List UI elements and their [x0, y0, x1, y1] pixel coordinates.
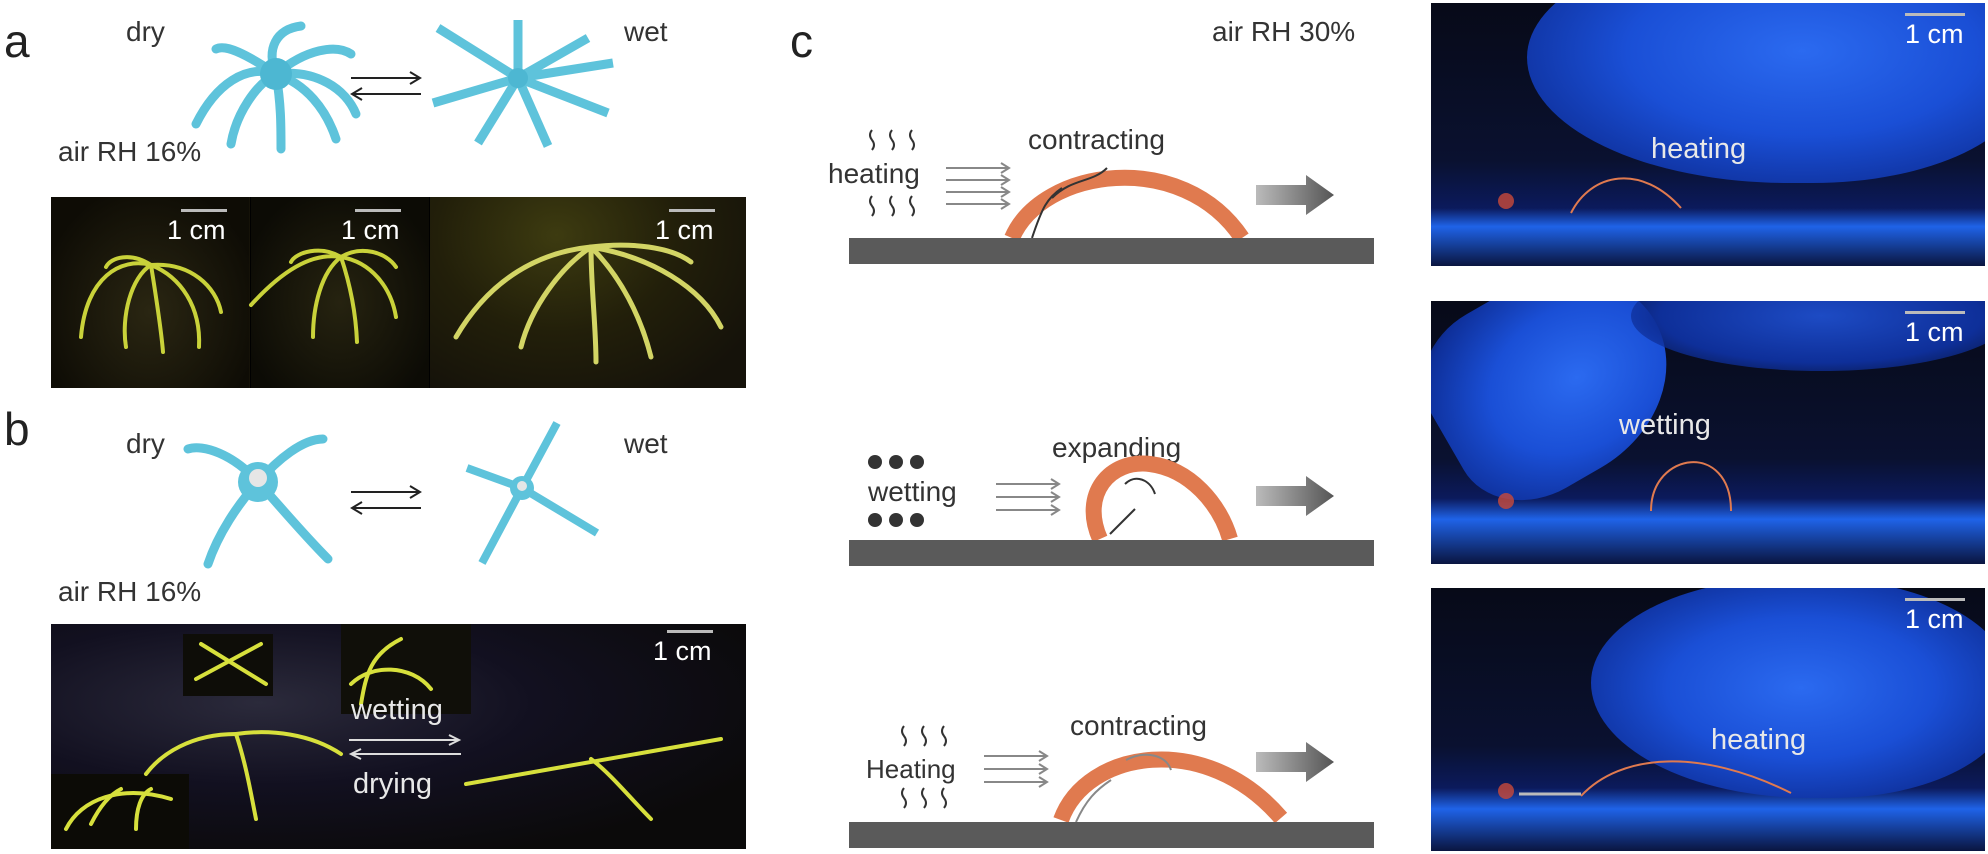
panel-b-wetting-label: wetting	[351, 694, 443, 726]
panel-b-reversible-arrows	[350, 485, 422, 515]
motion-arrow-3	[1256, 742, 1334, 782]
substrate-2	[849, 540, 1374, 566]
panel-c-photo-1: 1 cm heating	[1431, 3, 1985, 266]
panel-b-letter: b	[4, 403, 30, 455]
panel-b-dry-gripper	[183, 434, 333, 569]
panel-a-letter: a	[4, 15, 30, 67]
panel-a-scale-label-2: 1 cm	[341, 215, 400, 245]
panel-c-photo-1-scale-label: 1 cm	[1905, 19, 1964, 49]
panel-a-photo-strip: 1 cm 1 cm 1 cm	[51, 197, 746, 388]
panel-a-dry-label: dry	[126, 16, 165, 47]
panel-b-wet-gripper	[465, 421, 600, 565]
motion-arrow-2	[1256, 476, 1334, 516]
panel-c-row-3-stimulus: Heating	[866, 754, 956, 784]
panel-c-photo-3-label: heating	[1711, 724, 1807, 756]
panel-c-photo-2-label: wetting	[1619, 409, 1711, 441]
heat-wave-icon-top	[869, 129, 915, 151]
stimulus-arrows-3	[984, 750, 1049, 788]
panel-c-rh-label: air RH 30%	[1212, 16, 1356, 47]
panel-a-scale-label-3: 1 cm	[655, 215, 714, 245]
panel-c-row-3-action: contracting	[1070, 710, 1207, 741]
panel-c-row-1-stimulus: heating	[828, 158, 920, 189]
panel-a-wet-label: wet	[624, 16, 668, 47]
heat-wave-icon-bottom-3	[901, 787, 947, 809]
panel-c-row-1-action: contracting	[1028, 124, 1165, 155]
panel-a-scale-label-1: 1 cm	[167, 215, 226, 245]
panel-b-drying-label: drying	[353, 768, 432, 800]
panel-b-scale-label: 1 cm	[653, 636, 712, 666]
stimulus-arrows-2	[996, 478, 1061, 516]
panel-c-photo-1-label: heating	[1651, 133, 1747, 165]
substrate-3	[849, 822, 1374, 848]
actuator-arch-2	[1085, 455, 1238, 543]
panel-b-rh-label: air RH 16%	[58, 576, 202, 607]
panel-c-photo-3: 1 cm heating	[1431, 588, 1985, 851]
panel-c-letter: c	[790, 15, 813, 67]
water-drops-icon-bottom	[868, 513, 924, 527]
panel-a-wet-gripper	[431, 20, 614, 148]
panel-b-wet-label: wet	[624, 428, 668, 459]
panel-c-row-2-stimulus: wetting	[868, 476, 957, 507]
panel-c-photo-2-scale-label: 1 cm	[1905, 317, 1964, 347]
panel-a-reversible-arrows	[350, 71, 422, 101]
heat-wave-icon-bottom	[869, 195, 915, 217]
water-drops-icon-top	[868, 455, 924, 469]
panel-c-photo-3-scale-label: 1 cm	[1905, 604, 1964, 634]
panel-a-dry-gripper	[191, 21, 361, 154]
actuator-arch-1	[1004, 167, 1249, 243]
stimulus-arrows-1	[946, 162, 1011, 210]
panel-c-photo-2: 1 cm wetting	[1431, 301, 1985, 564]
substrate-1	[849, 238, 1374, 264]
actuator-arch-3	[1053, 751, 1288, 824]
panel-b-photo: 1 cm wetting drying	[51, 624, 746, 849]
panel-b-dry-label: dry	[126, 428, 165, 459]
motion-arrow-1	[1256, 175, 1334, 215]
panel-a-rh-label: air RH 16%	[58, 136, 202, 167]
heat-wave-icon-top-3	[901, 725, 947, 747]
